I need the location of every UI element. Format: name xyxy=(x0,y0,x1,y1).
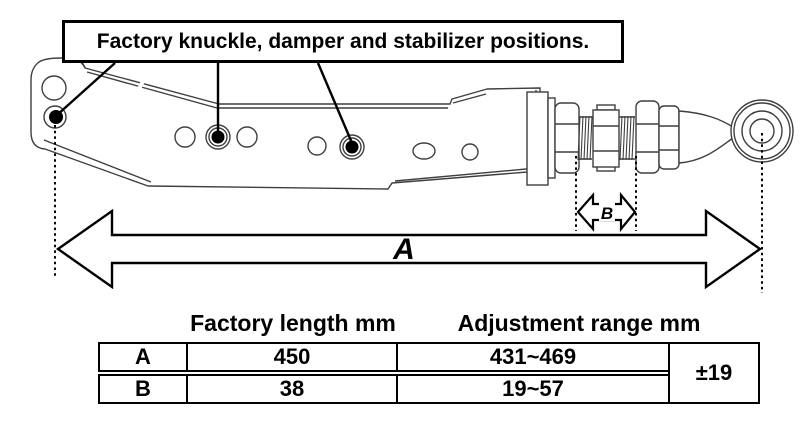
row-a-factory-length: 450 xyxy=(186,342,398,372)
callout-text: Factory knuckle, damper and stabilizer p… xyxy=(96,29,590,53)
dimension-arrow-a xyxy=(55,208,763,290)
flange-break-mark xyxy=(136,78,146,92)
dimension-label-b: B xyxy=(601,204,613,223)
damper-position-dot xyxy=(211,130,225,144)
thread-hatch-left xyxy=(577,115,593,161)
row-a-label: A xyxy=(98,342,188,372)
leader-lines xyxy=(56,62,354,144)
arm-line-drawing: A B xyxy=(30,57,794,293)
rod-end-eye xyxy=(730,99,794,163)
row-b-factory-length: 38 xyxy=(186,374,398,404)
threaded-adjuster xyxy=(526,91,734,186)
arm-holes xyxy=(41,75,479,161)
arm-body-outline xyxy=(30,57,541,190)
rod-end-neck xyxy=(678,110,734,164)
knuckle-position-dot xyxy=(49,110,63,124)
dimension-label-a: A xyxy=(392,233,415,266)
extension-lines xyxy=(54,125,763,293)
label-b-backing xyxy=(599,202,615,221)
tolerance-cell: ±19 xyxy=(668,342,760,404)
row-b-adjustment-range: 19~57 xyxy=(396,374,670,404)
thread-hatch-right xyxy=(619,115,635,161)
callout-box: Factory knuckle, damper and stabilizer p… xyxy=(62,20,624,63)
row-a-adjustment-range: 431~469 xyxy=(396,342,670,372)
row-b-label: B xyxy=(98,374,188,404)
header-factory-length: Factory length mm xyxy=(190,310,396,336)
header-adjustment-range: Adjustment range mm xyxy=(457,310,701,336)
stabilizer-position-dot xyxy=(345,140,359,154)
